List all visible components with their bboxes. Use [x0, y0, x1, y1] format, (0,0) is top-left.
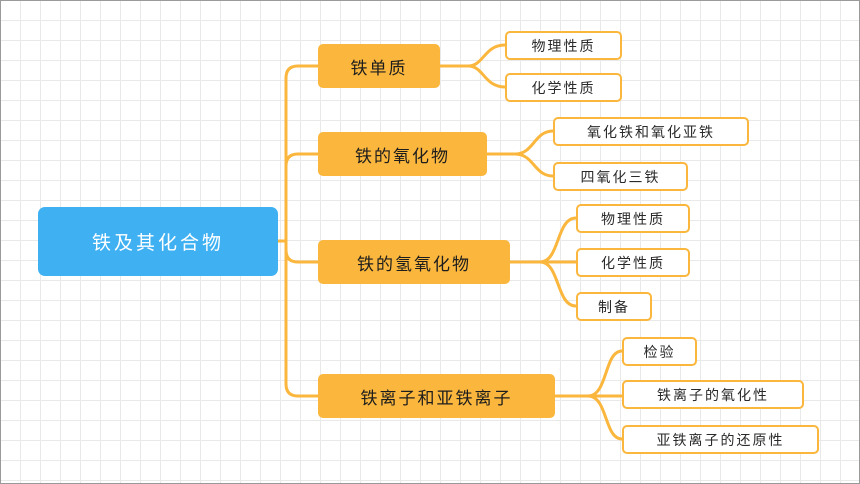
- trunk-to-b1: [284, 64, 320, 243]
- leaf-ferrous-ion-reducing[interactable]: 亚铁离子的还原性: [622, 425, 819, 454]
- b1-to-leaf2: [466, 64, 507, 89]
- trunk-to-b4: [284, 239, 320, 398]
- leaf-chemical-properties[interactable]: 化学性质: [505, 73, 622, 102]
- leaf-preparation[interactable]: 制备: [576, 292, 652, 321]
- branch-iron-oxides[interactable]: 铁的氧化物: [318, 132, 487, 176]
- b3-to-leaf1: [538, 216, 578, 264]
- leaf-ferric-and-ferrous-oxide[interactable]: 氧化铁和氧化亚铁: [553, 117, 749, 146]
- branch-iron-element[interactable]: 铁单质: [318, 44, 440, 88]
- leaf-ferric-ion-oxidizing[interactable]: 铁离子的氧化性: [622, 380, 804, 409]
- b2-to-leaf1: [513, 129, 555, 156]
- root-topic[interactable]: 铁及其化合物: [38, 207, 278, 276]
- branch-iron-hydroxides[interactable]: 铁的氢氧化物: [318, 240, 510, 284]
- b4-to-leaf3: [586, 394, 624, 441]
- leaf-detection[interactable]: 检验: [622, 337, 697, 366]
- b1-to-leaf1: [466, 43, 507, 68]
- b4-to-leaf1: [586, 349, 624, 398]
- leaf-triiron-tetraoxide[interactable]: 四氧化三铁: [553, 162, 688, 191]
- leaf-hydroxide-physical-properties[interactable]: 物理性质: [576, 204, 690, 233]
- trunk-to-b2: [284, 152, 320, 243]
- b2-to-leaf2: [513, 152, 555, 178]
- branch-iron-ions[interactable]: 铁离子和亚铁离子: [318, 374, 555, 418]
- trunk-to-b3: [284, 239, 320, 264]
- leaf-hydroxide-chemical-properties[interactable]: 化学性质: [576, 248, 690, 277]
- leaf-physical-properties[interactable]: 物理性质: [505, 31, 622, 60]
- b3-to-leaf3: [538, 260, 578, 308]
